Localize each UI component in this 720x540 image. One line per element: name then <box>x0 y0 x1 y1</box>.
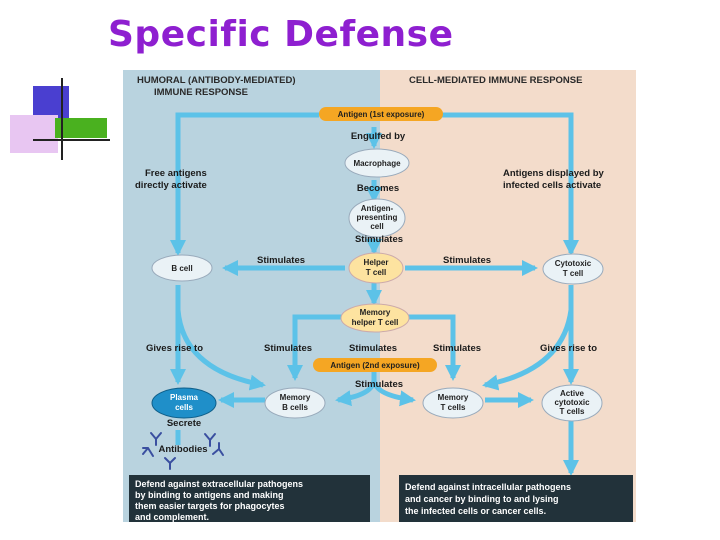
memory-t-label-2: T cells <box>441 403 466 412</box>
secrete-label: Secrete <box>167 418 201 429</box>
humoral-header-line1: HUMORAL (ANTIBODY-MEDIATED) <box>137 75 296 86</box>
humoral-header-line2: IMMUNE RESPONSE <box>154 87 248 98</box>
slide-title: Specific Defense <box>108 14 454 55</box>
b-cell-node <box>151 254 213 282</box>
stimulates-label-1: Stimulates <box>355 234 403 245</box>
cytotoxic-t-label-1: Cytotoxic <box>555 259 592 268</box>
humoral-result-2: by binding to antigens and making <box>135 490 284 500</box>
memory-t-label-1: Memory <box>438 393 469 402</box>
engulfed-by-label: Engulfed by <box>351 131 406 142</box>
helper-t-label-1: Helper <box>364 258 389 267</box>
macrophage-label: Macrophage <box>353 159 401 168</box>
humoral-result-box <box>129 475 370 522</box>
antigens-displayed-line1: Antigens displayed by <box>503 168 605 179</box>
becomes-label: Becomes <box>357 183 399 194</box>
gives-rise-right-label: Gives rise to <box>540 343 597 354</box>
antibodies-label: Antibodies <box>158 444 207 455</box>
apc-label-1: Antigen- <box>361 204 394 213</box>
cytotoxic-t-node <box>542 253 604 285</box>
cell-header: CELL-MEDIATED IMMUNE RESPONSE <box>409 75 582 86</box>
apc-node <box>348 198 406 238</box>
humoral-result-4: and complement. <box>135 512 209 522</box>
memory-helper-node <box>340 303 410 333</box>
antigens-displayed-line2: infected cells activate <box>503 180 601 191</box>
antigen-first-exposure: Antigen (1st exposure) <box>338 110 425 119</box>
helper-t-label-2: T cell <box>366 268 386 277</box>
humoral-panel <box>123 70 380 522</box>
cell-result-box <box>399 475 633 522</box>
stimulates-right-label: Stimulates <box>443 255 491 266</box>
memory-b-label-1: Memory <box>280 393 311 402</box>
memory-b-node <box>264 387 326 419</box>
memory-t-node <box>422 387 484 419</box>
stimulates-m1-label: Stimulates <box>264 343 312 354</box>
antigen-second-exposure-box <box>313 358 437 372</box>
active-cytotoxic-label-2: cytotoxic <box>554 398 590 407</box>
stimulates-m3-label: Stimulates <box>433 343 481 354</box>
helper-t-node <box>348 252 404 284</box>
active-cytotoxic-label-3: T cells <box>560 407 585 416</box>
antigen-second-exposure: Antigen (2nd exposure) <box>330 361 420 370</box>
free-antigens-line1: Free antigens <box>145 168 207 179</box>
macrophage-node <box>344 148 410 178</box>
antigen-first-exposure-box <box>319 107 443 121</box>
antibody-icons <box>142 432 224 470</box>
humoral-result-3: them easier targets for phagocytes <box>135 501 285 511</box>
gives-rise-left-label: Gives rise to <box>146 343 203 354</box>
cell-result-3: the infected cells or cancer cells. <box>405 506 546 516</box>
humoral-result-1: Defend against extracellular pathogens <box>135 479 303 489</box>
memory-b-label-2: B cells <box>282 403 308 412</box>
b-cell-label: B cell <box>171 264 192 273</box>
plasma-cells-node <box>151 387 217 419</box>
stimulates-left-label: Stimulates <box>257 255 305 266</box>
memory-helper-label-2: helper T cell <box>352 318 399 327</box>
decorative-squares <box>10 78 110 160</box>
cell-result-2: and cancer by binding to and lysing <box>405 494 559 504</box>
cytotoxic-t-label-2: T cell <box>563 269 583 278</box>
apc-label-2: presenting <box>357 213 398 222</box>
memory-helper-label-1: Memory <box>360 308 391 317</box>
active-cytotoxic-label-1: Active <box>560 389 585 398</box>
cell-result-1: Defend against intracellular pathogens <box>405 482 571 492</box>
stimulates-bottom-label: Stimulates <box>355 379 403 390</box>
apc-label-3: cell <box>370 222 383 231</box>
stimulates-m2-label: Stimulates <box>349 343 397 354</box>
plasma-label-1: Plasma <box>170 393 199 402</box>
plasma-label-2: cells <box>175 403 193 412</box>
active-cytotoxic-node <box>541 384 603 422</box>
cell-mediated-panel <box>380 70 636 522</box>
immune-response-diagram: HUMORAL (ANTIBODY-MEDIATED) IMMUNE RESPO… <box>123 70 636 522</box>
free-antigens-line2: directly activate <box>135 180 207 191</box>
